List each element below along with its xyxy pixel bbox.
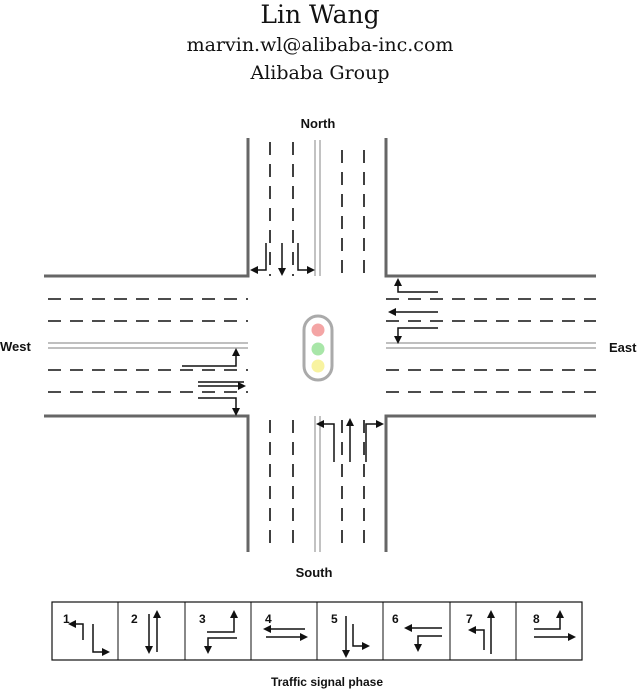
author-affiliation: Alibaba Group [250,62,390,84]
phase-number: 3 [199,612,206,626]
traffic-light [302,314,334,382]
red-light-icon [311,323,325,337]
green-light-icon [311,342,325,356]
through-north-south-icon [145,610,161,654]
left-turn-north-south-icon [68,620,110,656]
author-name: Lin Wang [260,0,380,29]
through-left-west-icon [534,610,576,641]
phase-number: 6 [392,612,399,626]
movement-arrows [182,243,438,462]
yellow-light-icon [311,359,325,373]
through-east-west-icon [263,625,308,641]
road-curbs [44,138,596,552]
south-label: South [296,565,333,580]
through-left-north-icon [468,610,495,654]
phase-number: 7 [466,612,473,626]
lane-dividers [48,142,596,550]
phase-number: 5 [331,612,338,626]
phase-number: 1 [63,612,70,626]
through-left-south-icon [342,616,370,658]
phase-table: 1 2 3 4 5 6 7 8 [51,601,583,689]
phase-number: 4 [265,612,272,626]
north-label: North [301,116,336,131]
left-turn-east-west-icon [204,610,238,654]
through-left-east-icon [404,624,442,652]
phase-caption: Traffic signal phase [271,675,383,689]
phase-number: 2 [131,612,138,626]
author-email: marvin.wl@alibaba-inc.com [186,34,454,56]
center-lines [48,140,596,552]
west-label: West [0,339,31,354]
phase-number: 8 [533,612,540,626]
east-label: East [609,340,637,355]
